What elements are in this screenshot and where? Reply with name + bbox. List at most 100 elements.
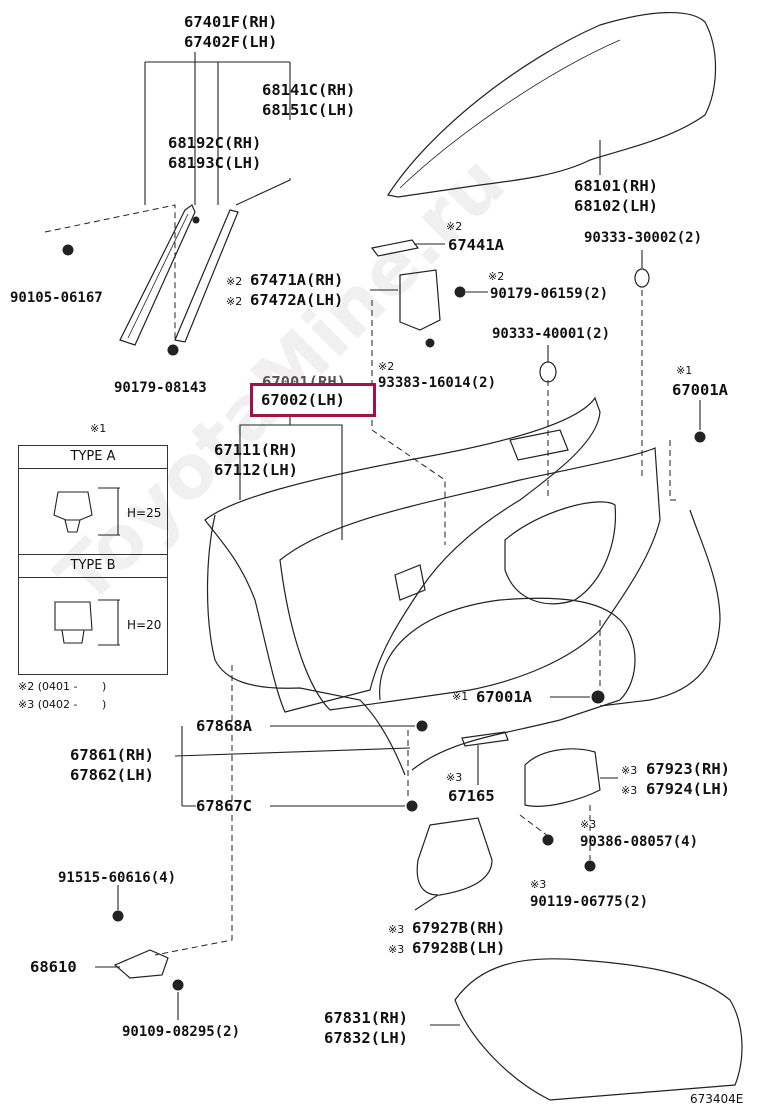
door-outer-panel: [204, 396, 601, 713]
label-67861-rh: 67861(RH): [70, 746, 154, 764]
mark-67923: ※3: [621, 764, 638, 777]
leader-67861: [174, 726, 411, 807]
plug-90333-30002: [634, 268, 650, 288]
label-90179-06159: 90179-06159(2): [490, 286, 609, 302]
label-67001a-mid: 67001A: [476, 688, 532, 706]
screw-93383: [425, 338, 435, 348]
window-clip: [192, 216, 200, 224]
label-90179-08143: 90179-08143: [114, 380, 207, 396]
mark-67441a: ※2: [446, 220, 463, 233]
label-90105: 90105-06167: [10, 290, 103, 306]
dash-door-right: [641, 290, 680, 501]
mark-67928b: ※3: [388, 943, 405, 956]
dash-hinge: [154, 665, 233, 956]
bolt-90109: [172, 979, 184, 991]
leader-67927b: [414, 894, 439, 911]
mark-67471a: ※2: [226, 275, 243, 288]
label-67927b-rh: 67927B(RH): [412, 919, 506, 937]
mark-67001a-mid: ※1: [452, 690, 469, 703]
label-68193c-lh: 68193C(LH): [168, 154, 262, 172]
label-68610: 68610: [30, 958, 77, 976]
clip-67001a-top: [694, 431, 706, 443]
mark-67001a-top: ※1: [676, 364, 693, 377]
mark-67165: ※3: [446, 771, 463, 784]
dash-window: [44, 204, 176, 340]
label-67928b-lh: 67928B(LH): [412, 939, 506, 957]
dash-lower: [519, 805, 591, 860]
dim-b: [98, 599, 120, 646]
label-67867c: 67867C: [196, 797, 252, 815]
bracket-67471a: [399, 269, 441, 331]
label-90333-30002: 90333-30002(2): [584, 230, 703, 246]
hinge-67441a: [370, 239, 420, 257]
clip-type-legend: TYPE A H=25 TYPE B H=20: [18, 445, 168, 675]
label-67001a-top: 67001A: [672, 381, 728, 399]
label-glass-rh: 68101(RH): [574, 177, 658, 195]
bolt-91515: [112, 910, 124, 922]
label-run-channel-lh: 68151C(LH): [262, 101, 356, 119]
legend-type-a-height: H=25: [127, 506, 162, 520]
label-67924-lh: 67924(LH): [646, 780, 730, 798]
legend-mark: ※1: [90, 422, 107, 435]
legend-type-b: TYPE B: [19, 554, 167, 578]
label-90333-40001: 90333-40001(2): [492, 326, 611, 342]
label-68192c-rh: 68192C(RH): [168, 134, 262, 152]
bracket-67165: [461, 731, 509, 747]
label-93383: 93383-16014(2): [378, 375, 497, 391]
clip-type-b-illustration: [54, 601, 93, 644]
label-67472a-lh: 67472A(LH): [250, 291, 344, 309]
mark-67924: ※3: [621, 784, 638, 797]
label-67832-lh: 67832(LH): [324, 1029, 408, 1047]
hinge-68610: [113, 949, 169, 979]
clip-67867c: [406, 800, 418, 812]
cover-67927b: [416, 817, 493, 896]
label-67112-lh: 67112(LH): [214, 461, 298, 479]
label-window-frame-lh: 67402F(LH): [184, 33, 278, 51]
door-glass-outline: [387, 11, 717, 198]
bracket-67923: [524, 748, 601, 807]
label-90119: 90119-06775(2): [530, 894, 649, 910]
label-67923-rh: 67923(RH): [646, 760, 730, 778]
mark-90119: ※3: [530, 878, 547, 891]
legend-type-a: TYPE A: [19, 446, 167, 469]
leader-window-frame: [144, 52, 291, 206]
label-run-channel-rh: 68141C(RH): [262, 81, 356, 99]
label-67831-rh: 67831(RH): [324, 1009, 408, 1027]
legend-note-3: ※3 (0402 - ): [18, 698, 107, 711]
bolt-90119: [584, 860, 596, 872]
label-67862-lh: 67862(LH): [70, 766, 154, 784]
label-door-lh: 67002(LH): [261, 391, 345, 409]
window-frame-inner: [127, 213, 189, 339]
label-67868a: 67868A: [196, 717, 252, 735]
dash-bracket: [371, 300, 446, 545]
run-channel: [174, 209, 239, 343]
trim-67831: [454, 958, 743, 1101]
bolt-90386: [542, 834, 554, 846]
mark-67472a: ※2: [226, 295, 243, 308]
bolt-90105-06167: [62, 244, 74, 256]
clip-67001a-mid: [591, 690, 605, 704]
dim-a: [98, 487, 120, 536]
mark-67927b: ※3: [388, 923, 405, 936]
label-67111-rh: 67111(RH): [214, 441, 298, 459]
glass-inner-line: [399, 39, 621, 189]
mark-90179-06159: ※2: [488, 270, 505, 283]
clip-type-a-illustration: [53, 491, 93, 533]
label-glass-lh: 68102(LH): [574, 197, 658, 215]
inner-panel-hole: [394, 564, 426, 601]
legend-note-2: ※2 (0401 - ): [18, 680, 107, 693]
legend-type-b-height: H=20: [127, 618, 162, 632]
mark-90386: ※3: [580, 818, 597, 831]
label-67165: 67165: [448, 787, 495, 805]
highlight-box-67002[interactable]: 67002(LH): [250, 383, 376, 417]
label-90386: 90386-08057(4): [580, 834, 699, 850]
front-weatherstrip: [599, 509, 721, 707]
leader-door: [239, 417, 343, 540]
door-inner-panel: [279, 447, 661, 711]
plug-90333-40001: [539, 361, 557, 383]
label-90109: 90109-08295(2): [122, 1024, 241, 1040]
label-91515: 91515-60616(4): [58, 870, 177, 886]
label-window-frame-rh: 67401F(RH): [184, 13, 278, 31]
